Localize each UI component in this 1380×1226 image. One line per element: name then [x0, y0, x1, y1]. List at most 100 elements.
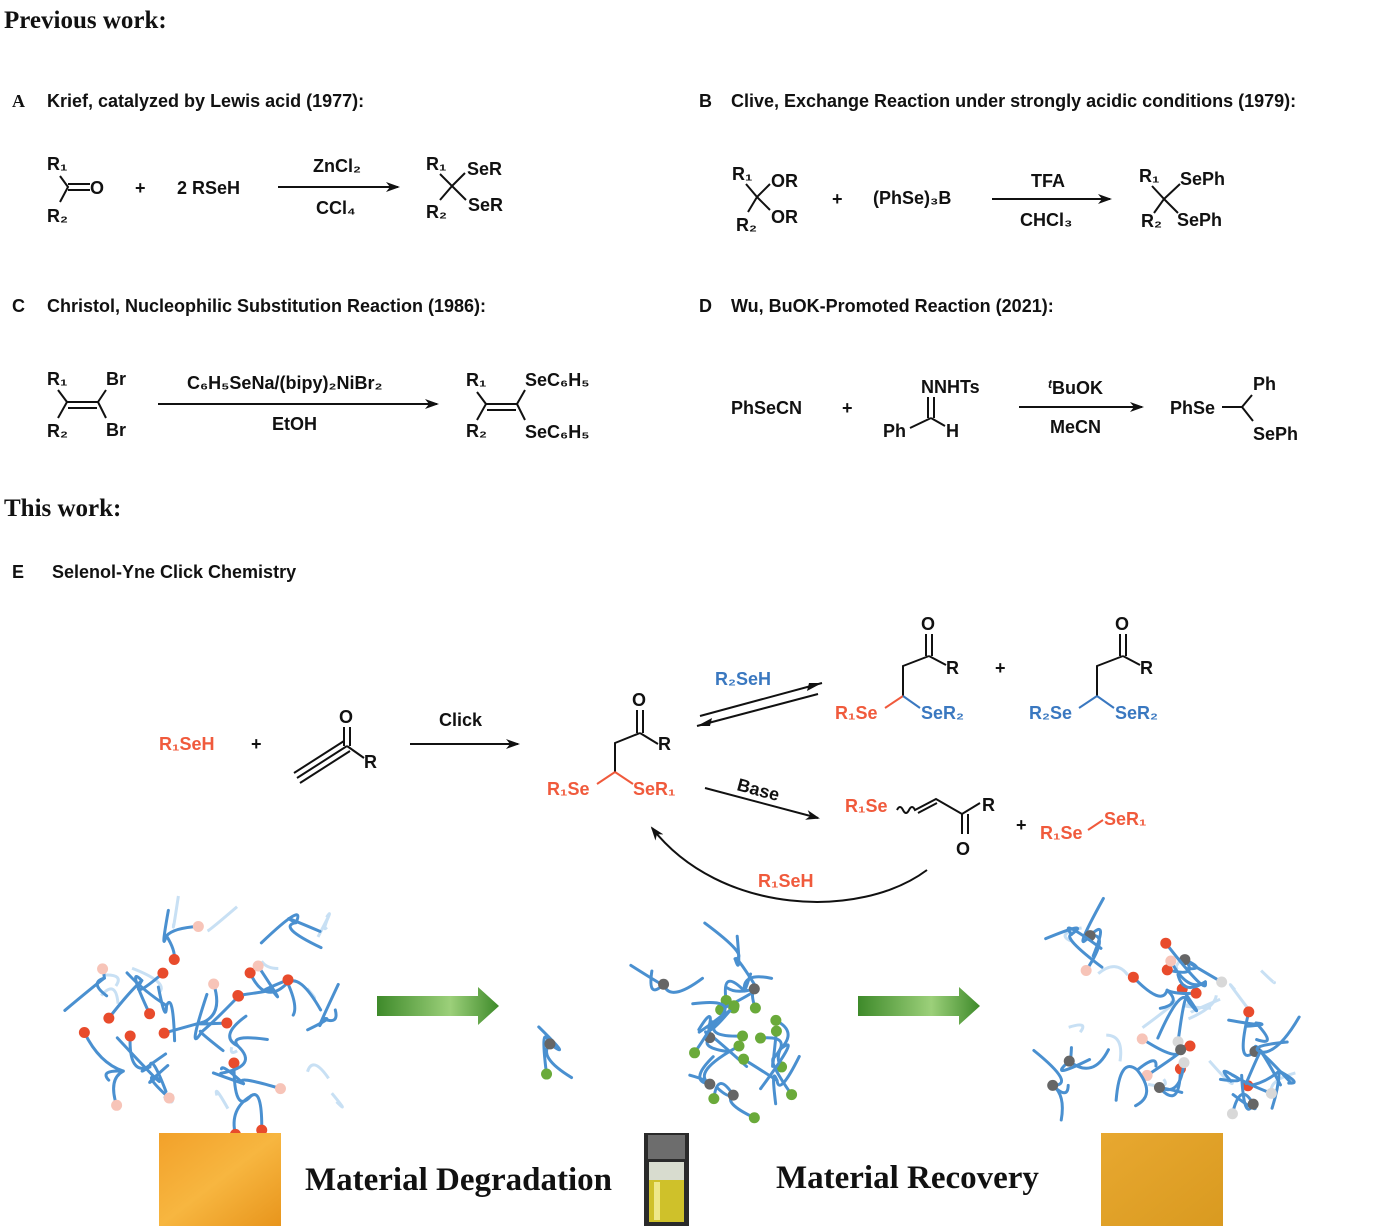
title-b: Clive, Exchange Reaction under strongly …: [731, 91, 1296, 111]
polymer-chain: [1032, 1048, 1064, 1087]
chain-end-dot: [1190, 987, 1202, 999]
polymer-chain: [1244, 1049, 1263, 1086]
nnhts-label: NNHTs: [921, 377, 980, 397]
br-label: Br: [106, 420, 126, 440]
acid: TFA: [1031, 171, 1065, 191]
faint-chain: [330, 1092, 344, 1109]
chain-end-dot: [1165, 955, 1177, 967]
polymer-chain: [759, 1043, 790, 1091]
polymer-chain: [249, 1093, 264, 1132]
label-c: C: [12, 296, 25, 316]
ph-label: Ph: [883, 421, 906, 441]
chain-end-dot: [1243, 1006, 1255, 1018]
label-d: D: [699, 296, 712, 316]
polymer-chain: [107, 978, 144, 1020]
chain-end-dot: [1265, 1087, 1277, 1099]
solvent: CHCl₃: [1020, 210, 1072, 230]
base-label: Base: [735, 775, 782, 805]
faint-chain: [1228, 983, 1250, 1010]
polymer-chain: [219, 1044, 247, 1075]
polymer-chain: [707, 1004, 736, 1032]
polymer-chain: [287, 917, 322, 933]
polymer-chain: [1164, 941, 1208, 988]
chain-end-dot: [541, 1068, 553, 1080]
faint-chain: [229, 1046, 238, 1054]
r-label: R: [982, 795, 995, 815]
chain-end-dot: [1184, 1040, 1196, 1052]
crosslink-dot: [1063, 1055, 1075, 1067]
chain-end-dot: [720, 994, 732, 1006]
oxygen-label: O: [921, 614, 935, 634]
product-phse: PhSe: [1170, 398, 1215, 418]
oxygen-label: O: [632, 690, 646, 710]
product-seph: SePh: [1253, 424, 1298, 444]
plus: +: [832, 189, 843, 209]
chain-end-dot: [770, 1025, 782, 1037]
reagent: (PhSe)₃B: [873, 188, 951, 208]
product-sec6h5: SeC₆H₅: [525, 370, 589, 390]
product-sec6h5: SeC₆H₅: [525, 422, 589, 442]
r1se-label: R₁Se: [1040, 823, 1082, 843]
polymer-chain: [1135, 1059, 1158, 1072]
material-recovery-label: Material Recovery: [776, 1160, 1039, 1196]
polymer-chain: [240, 1078, 282, 1091]
polymer-chain: [165, 1000, 177, 1043]
plus: +: [842, 398, 853, 418]
degradation-arrow: [377, 987, 499, 1025]
catalyst: ZnCl₂: [313, 156, 361, 176]
polymer-chain: [1114, 1065, 1139, 1102]
chain-end-dot: [733, 1040, 745, 1052]
r2-label: R₂: [1141, 211, 1162, 231]
r1se-label: R₁Se: [845, 796, 887, 816]
chain-end-dot: [163, 1092, 175, 1104]
polymer-chain: [211, 1071, 246, 1086]
polymer-chain: [691, 1001, 727, 1018]
r-label: R: [364, 752, 377, 772]
chain-end-dot: [244, 967, 256, 979]
polymer-chain: [318, 982, 340, 1027]
recycle-selenol: R₁SeH: [758, 871, 813, 891]
faint-chain: [1174, 960, 1181, 970]
reaction-c: C Christol, Nucleophilic Substitution Re…: [12, 296, 589, 442]
faint-chain: [206, 905, 239, 933]
vial-photo: [644, 1133, 689, 1226]
faint-chain: [1097, 965, 1130, 977]
reaction-b: B Clive, Exchange Reaction under strongl…: [699, 91, 1296, 235]
polymer-chain: [1131, 975, 1169, 998]
polymer-chain: [162, 908, 170, 943]
reagent: 2 RSeH: [177, 178, 240, 198]
faint-chain: [323, 913, 331, 931]
recovery-arrow: [858, 987, 980, 1025]
r1se-label: R₁Se: [835, 703, 877, 723]
polymer-chain: [156, 985, 169, 1014]
polymer-chain: [703, 921, 741, 961]
polymer-chain: [772, 1074, 779, 1106]
chain-end-dot: [737, 1030, 749, 1042]
product-ser: SeR: [468, 195, 503, 215]
polymer-chain: [219, 1066, 246, 1086]
r1-label: R₁: [466, 370, 486, 390]
polymer-chain: [232, 1061, 253, 1103]
material-degradation-label: Material Degradation: [305, 1162, 612, 1198]
crosslinked-network-recovered: [1032, 896, 1301, 1122]
title-e: Selenol-Yne Click Chemistry: [52, 562, 296, 582]
polymer-chain: [198, 1029, 225, 1053]
chain-end-dot: [738, 1053, 750, 1065]
polymer-chain: [82, 1030, 125, 1073]
polymer-chain: [1270, 1069, 1281, 1110]
ser2-label: SeR₂: [921, 703, 964, 723]
faint-chain: [214, 1089, 230, 1110]
faint-chain: [1183, 1003, 1212, 1010]
solvent: EtOH: [272, 414, 317, 434]
chain-end-dot: [1160, 937, 1172, 949]
chain-end-dot: [786, 1089, 798, 1101]
ser1-label: SeR₁: [633, 779, 675, 799]
polymer-chain: [1176, 995, 1191, 1044]
faint-chain: [1260, 969, 1276, 985]
oxygen-label: O: [956, 839, 970, 859]
polymer-chain: [693, 1020, 714, 1055]
recycle-arrow: [650, 826, 928, 903]
r-label: R: [1140, 658, 1153, 678]
degraded-network: [537, 921, 801, 1124]
